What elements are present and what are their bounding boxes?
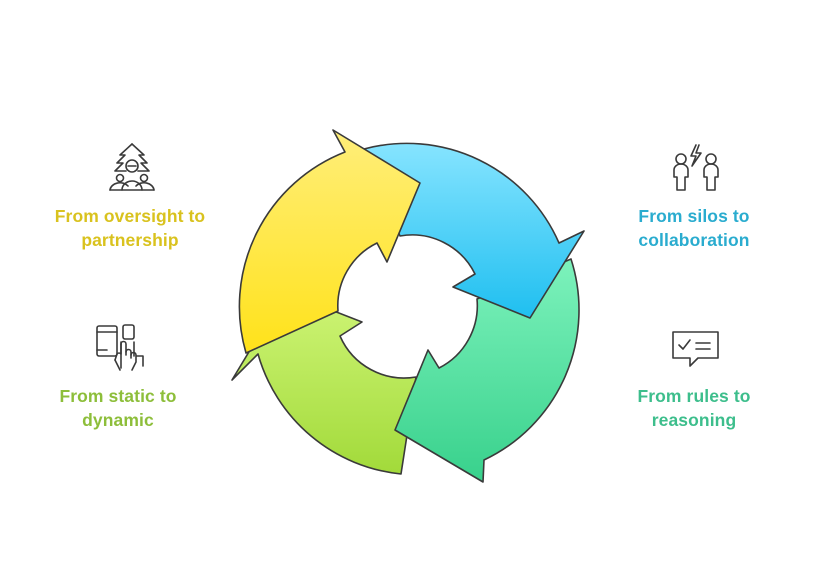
label-rules-reasoning-line2: reasoning	[651, 410, 737, 430]
people-collaboration-icon	[670, 142, 722, 194]
organization-partnership-icon	[106, 142, 158, 194]
cycle-arrow-green	[394, 258, 580, 483]
label-silos-collaboration-line1: From silos to	[638, 206, 750, 226]
devices-touch-icon	[94, 322, 146, 374]
label-static-dynamic: From static to dynamic	[8, 384, 228, 432]
label-static-dynamic-line2: dynamic	[82, 410, 154, 430]
label-silos-collaboration: From silos to collaboration	[584, 204, 804, 252]
label-rules-reasoning: From rules to reasoning	[584, 384, 804, 432]
cycle-arrow-yellow	[238, 129, 421, 354]
label-rules-reasoning-line1: From rules to	[637, 386, 751, 406]
label-static-dynamic-line1: From static to	[59, 386, 177, 406]
label-oversight-partnership-line1: From oversight to	[54, 206, 206, 226]
label-oversight-partnership-line2: partnership	[81, 230, 179, 250]
label-oversight-partnership: From oversight to partnership	[20, 204, 240, 252]
label-silos-collaboration-line2: collaboration	[638, 230, 750, 250]
checklist-chat-icon	[670, 328, 722, 372]
